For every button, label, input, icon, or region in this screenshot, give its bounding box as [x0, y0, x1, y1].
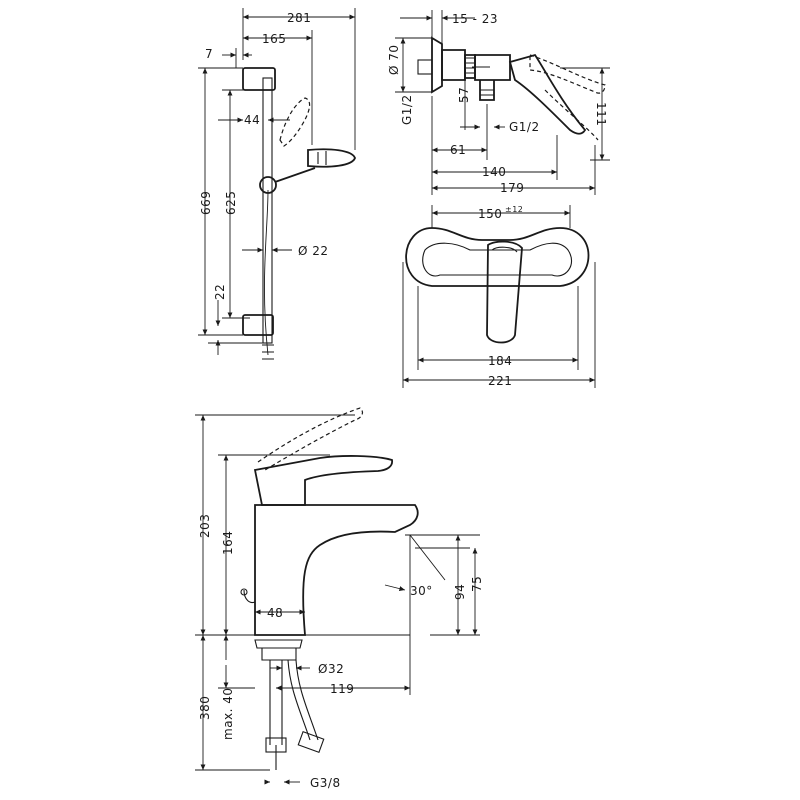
- hose-fitting-2: [297, 730, 325, 754]
- wall-rosette: [431, 36, 443, 94]
- dim-111: 111: [594, 102, 608, 126]
- dim-g12-left: G1/2: [400, 94, 414, 125]
- mixer-front-outline: [405, 227, 590, 287]
- dim-diameter-70: Ø 70: [387, 44, 401, 75]
- dim-203: 203: [198, 514, 212, 538]
- inlet-thread: [417, 59, 433, 75]
- dim-max-40: max. 40: [221, 687, 235, 740]
- basin-mixer-body: [254, 504, 419, 636]
- dim-184: 184: [488, 354, 512, 368]
- dim-669: 669: [199, 191, 213, 215]
- shower-mixer-side-view: 15 - 23 Ø 70 57 G1/2 G1/2 61 140 179: [387, 10, 610, 195]
- shower-set-view: 281 165 7 44 669 625 Ø 22 22: [198, 8, 356, 360]
- dim-625: 625: [224, 191, 238, 215]
- slider-knob: [259, 176, 277, 194]
- hose-end: [262, 344, 274, 360]
- hand-shower-handle: [274, 167, 316, 183]
- front-lever: [486, 240, 523, 344]
- dim-380: 380: [198, 696, 212, 720]
- dim-44: 44: [244, 113, 260, 127]
- dim-140: 140: [482, 165, 506, 179]
- dim-diameter-22: Ø 22: [298, 244, 329, 258]
- dim-75: 75: [470, 576, 484, 592]
- dim-angle-30: 30°: [410, 584, 433, 598]
- dim-48: 48: [267, 606, 283, 620]
- top-wall-bracket: [242, 67, 276, 91]
- mixer-body: [474, 54, 511, 81]
- mixer-lever: [508, 53, 587, 135]
- dim-57: 57: [457, 87, 471, 103]
- hand-shower-alt-position: [279, 97, 311, 147]
- basin-mixer-view: 203 164 48 30° 94 75 380 max. 40: [195, 407, 484, 790]
- dim-119: 119: [330, 682, 354, 696]
- dim-7: 7: [205, 47, 213, 61]
- dim-g38: G3/8: [310, 776, 341, 790]
- basin-mixer-lever: [253, 455, 393, 506]
- dim-22: 22: [213, 284, 227, 300]
- dim-150-tolerance: ±12: [505, 205, 523, 214]
- dim-164: 164: [221, 531, 235, 555]
- hand-shower-head: [307, 148, 356, 168]
- dim-179: 179: [500, 181, 524, 195]
- dim-221: 221: [488, 374, 512, 388]
- lever-alt-position: [529, 54, 606, 94]
- shower-mixer-front-view: 150 ±12 184 221: [402, 205, 596, 388]
- dim-15-23: 15 - 23: [452, 12, 498, 26]
- dim-94: 94: [453, 584, 467, 600]
- bottom-wall-bracket: [242, 314, 274, 336]
- dim-150: 150: [478, 207, 502, 221]
- dim-61: 61: [450, 143, 466, 157]
- mounting-nut: [254, 639, 303, 649]
- dim-281: 281: [287, 11, 311, 25]
- mixer-front-inner: [422, 242, 573, 277]
- dim-diameter-32: Ø32: [318, 662, 344, 676]
- supply-hose-2: [287, 659, 319, 741]
- dim-165: 165: [262, 32, 286, 46]
- supply-hose-1: [269, 660, 283, 745]
- dim-g12-bottom: G1/2: [509, 120, 540, 134]
- shower-hose: [264, 189, 269, 356]
